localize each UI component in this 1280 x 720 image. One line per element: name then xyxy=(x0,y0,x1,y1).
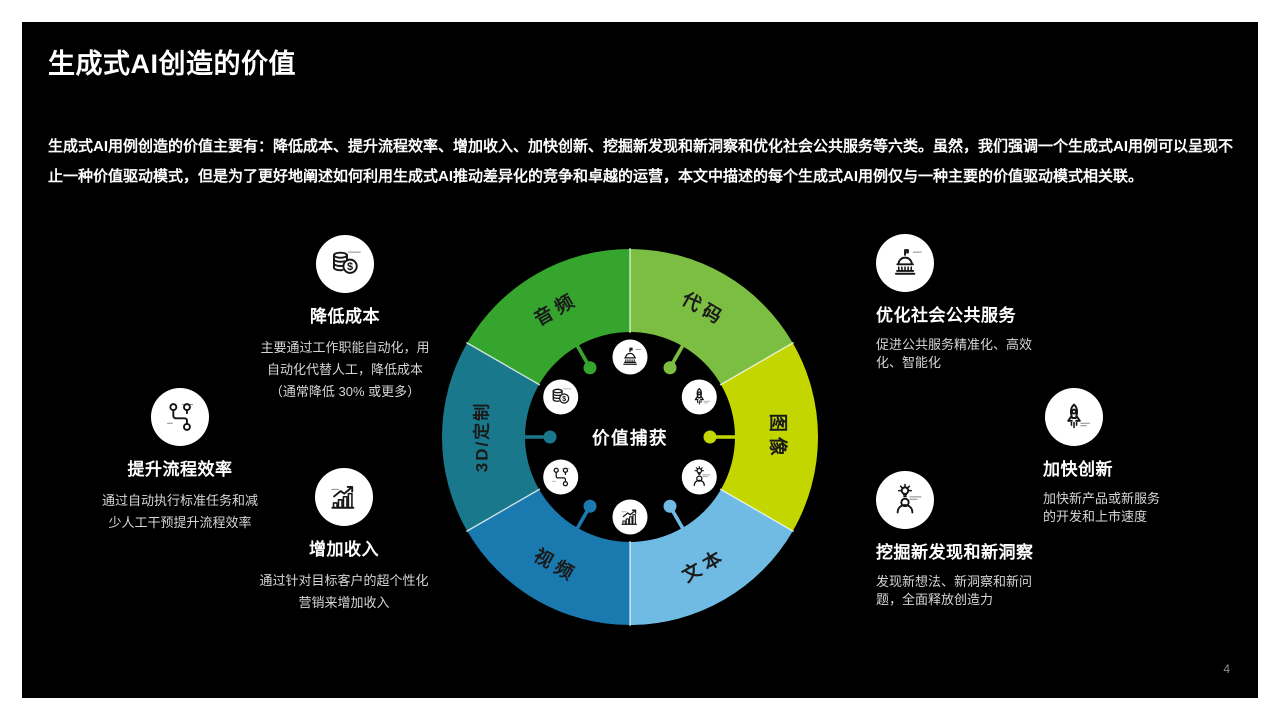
card-line: 通过自动执行标准任务和减 xyxy=(101,493,258,508)
person-bulb-icon-badge xyxy=(681,459,717,495)
card-line: 主要通过工作职能自动化，用 xyxy=(260,340,430,355)
capitol-icon-badge xyxy=(612,339,648,375)
card-line: 通过针对目标客户的超个性化 xyxy=(259,573,429,588)
donut-segment-0 xyxy=(630,249,793,385)
card-title: 加快创新 xyxy=(1043,460,1113,479)
card-title: 降低成本 xyxy=(310,307,380,326)
segment-divider-3 xyxy=(465,488,541,533)
donut-segment-5 xyxy=(720,343,818,531)
segment-divider-2 xyxy=(465,341,541,386)
growth-chart-icon xyxy=(315,468,373,526)
card-line: 促进公共服务精准化、高效 xyxy=(876,337,1033,352)
donut-segment-4 xyxy=(630,489,793,625)
donut-segment-1 xyxy=(467,249,630,385)
intro-paragraph: 生成式AI用例创造的价值主要有：降低成本、提升流程效率、增加收入、加快创新、挖掘… xyxy=(48,138,1234,185)
card-line: 的开发和上市速度 xyxy=(1043,509,1148,524)
value-card-reduce-cost: 降低成本 主要通过工作职能自动化，用 自动化代替人工，降低成本 （通常降低 30… xyxy=(225,235,465,403)
donut-segment-3 xyxy=(467,489,630,625)
connector-dot-5 xyxy=(703,430,717,444)
card-line: 加快新产品或新服务 xyxy=(1043,491,1161,506)
ring-label-5: 图像 xyxy=(768,413,789,460)
card-title: 增加收入 xyxy=(309,540,379,559)
connector-dot-4 xyxy=(663,499,677,513)
card-line: 少人工干预提升流程效率 xyxy=(108,515,252,530)
coins-icon xyxy=(316,235,374,293)
card-line: （通常降低 30% 或更多） xyxy=(269,384,421,399)
donut-segment-2 xyxy=(442,343,540,531)
value-card-new-insights: 挖掘新发现和新洞察 发现新想法、新洞察和新问 题，全面释放创造力 xyxy=(876,471,1096,609)
value-card-public-services: 优化社会公共服务 促进公共服务精准化、高效 化、智能化 xyxy=(876,234,1091,372)
card-title: 挖掘新发现和新洞察 xyxy=(876,543,1034,562)
card-line: 题，全面释放创造力 xyxy=(876,592,994,607)
donut-center-label: 价值捕获 xyxy=(592,428,668,448)
page-number: 4 xyxy=(1223,662,1230,676)
card-line: 化、智能化 xyxy=(876,355,942,370)
card-line: 营销来增加收入 xyxy=(298,595,390,610)
ring-label-2: 3D/定制 xyxy=(472,402,492,472)
rocket-icon-badge xyxy=(681,379,717,415)
connector-dot-2 xyxy=(543,430,557,444)
value-card-accelerate-innovation: 加快创新 加快新产品或新服务 的开发和上市速度 xyxy=(1043,388,1243,526)
segment-divider-0 xyxy=(719,341,795,386)
page-title: 生成式AI创造的价值 xyxy=(48,49,296,79)
segment-divider-5 xyxy=(719,488,795,533)
card-line: 自动化代替人工，降低成本 xyxy=(266,362,423,377)
card-title: 优化社会公共服务 xyxy=(876,306,1016,325)
card-title: 提升流程效率 xyxy=(127,460,233,479)
connector-dot-0 xyxy=(663,361,677,375)
connector-dot-1 xyxy=(583,361,597,375)
value-capture-donut-chart: 代码音频3D/定制视频文本图像价值捕获 xyxy=(442,248,818,626)
workflow-icon xyxy=(151,388,209,446)
connector-line-1 xyxy=(568,333,592,369)
idea-person-icon xyxy=(876,471,934,529)
connector-line-0 xyxy=(668,333,692,369)
government-building-icon xyxy=(876,234,934,292)
value-card-increase-revenue: 增加收入 通过针对目标客户的超个性化 营销来增加收入 xyxy=(224,468,464,614)
value-card-process-efficiency: 提升流程效率 通过自动执行标准任务和减 少人工干预提升流程效率 xyxy=(85,388,275,534)
slide: 生成式AI创造的价值 生成式AI用例创造的价值主要有：降低成本、提升流程效率、增… xyxy=(22,22,1258,698)
rocket-icon xyxy=(1045,388,1103,446)
card-line: 发现新想法、新洞察和新问 xyxy=(876,574,1033,589)
process-icon-badge xyxy=(543,459,579,495)
connector-dot-3 xyxy=(583,499,597,513)
